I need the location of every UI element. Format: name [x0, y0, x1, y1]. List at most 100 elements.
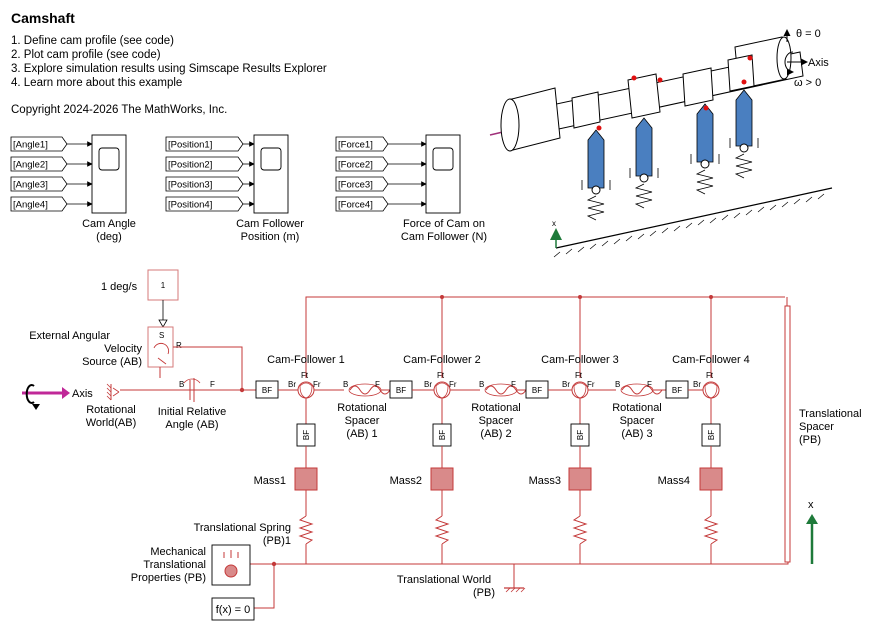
spring-block-1[interactable] [298, 515, 314, 545]
scope-cam-angle[interactable] [91, 134, 127, 214]
scope-group-position: [Position1] [Position2] [Position3] [Pos… [165, 134, 304, 243]
goto-tag-angle4[interactable]: [Angle4] [10, 196, 68, 212]
initial-angle-label-2: Angle (AB) [165, 419, 218, 431]
svg-text:BF: BF [672, 386, 682, 395]
goto-tag-position3[interactable]: [Position3] [165, 176, 244, 192]
svg-text:[Position3]: [Position3] [168, 180, 212, 191]
svg-text:BF: BF [396, 386, 406, 395]
svg-text:Br: Br [562, 380, 570, 389]
bf-block-v1[interactable]: BF [296, 423, 316, 447]
svg-text:BF: BF [532, 386, 542, 395]
svg-text:B: B [479, 380, 484, 389]
x-label-3d: x [552, 219, 556, 228]
x-direction-label: x [808, 499, 814, 511]
mech-translational-properties[interactable] [211, 544, 251, 586]
spring-block-2[interactable] [434, 515, 450, 545]
svg-text:Fr: Fr [313, 380, 321, 389]
mass-block-3[interactable] [568, 467, 592, 491]
svg-text:1: 1 [161, 281, 166, 290]
goto-tag-force4[interactable]: [Force4] [335, 196, 389, 212]
svg-text:BF: BF [302, 430, 311, 440]
mass-label-3: Mass3 [529, 475, 561, 487]
scope-follower-position[interactable] [253, 134, 289, 214]
svg-text:(AB) 2: (AB) 2 [480, 428, 511, 440]
svg-text:Br: Br [288, 380, 296, 389]
cam-follower-block-2[interactable] [433, 381, 451, 399]
cam-follower-block-3[interactable] [571, 381, 589, 399]
goto-tag-position1[interactable]: [Position1] [165, 136, 244, 152]
svg-text:Br: Br [424, 380, 432, 389]
goto-tag-position4[interactable]: [Position4] [165, 196, 244, 212]
initial-angle-label-1: Initial Relative [158, 406, 226, 418]
mech-props-label-2: Translational [143, 559, 206, 571]
scope-angle-label: Cam Angle [82, 218, 136, 230]
svg-text:Fr: Fr [587, 380, 595, 389]
svg-text:Spacer: Spacer [479, 415, 514, 427]
trans-spacer-label-2: Spacer [799, 421, 834, 433]
step-define-profile[interactable]: 1. Define cam profile (see code) [11, 35, 174, 47]
svg-text:(AB) 3: (AB) 3 [621, 428, 652, 440]
cam-follower-label-1: Cam-Follower 1 [267, 354, 345, 366]
bf-block-2[interactable]: BF [525, 380, 549, 399]
mass-block-4[interactable] [699, 467, 723, 491]
source-label-1: External Angular [29, 330, 110, 342]
bf-block-1[interactable]: BF [389, 380, 413, 399]
rotational-world[interactable] [106, 383, 120, 401]
spring-label-1: Translational Spring [194, 522, 291, 534]
svg-text:Ft: Ft [706, 371, 714, 380]
svg-text:Rotational: Rotational [612, 402, 662, 414]
svg-text:B: B [343, 380, 348, 389]
rot-world-label-1: Rotational [86, 404, 136, 416]
goto-tag-force3[interactable]: [Force3] [335, 176, 389, 192]
cam-follower-label-3: Cam-Follower 3 [541, 354, 619, 366]
constant-block[interactable]: 1 [147, 269, 179, 301]
svg-text:Ft: Ft [301, 371, 309, 380]
initial-relative-angle[interactable]: B F [179, 378, 215, 402]
theta-label: θ = 0 [796, 28, 821, 40]
spring-block-4[interactable] [703, 515, 719, 545]
svg-text:B: B [179, 380, 184, 389]
mass-block-2[interactable] [430, 467, 454, 491]
mass-block-1[interactable] [294, 467, 318, 491]
step-plot-profile[interactable]: 2. Plot cam profile (see code) [11, 49, 161, 61]
cam-follower-block-4[interactable] [702, 381, 720, 399]
goto-tag-force2[interactable]: [Force2] [335, 156, 389, 172]
spring-block-3[interactable] [572, 515, 588, 545]
svg-text:Spacer: Spacer [345, 415, 380, 427]
instructions: 1. Define cam profile (see code) 2. Plot… [11, 34, 327, 90]
scope-force-unit: Cam Follower (N) [401, 231, 487, 243]
svg-text:Fr: Fr [449, 380, 457, 389]
bf-block-v2[interactable]: BF [432, 423, 452, 447]
translational-world[interactable] [504, 587, 526, 593]
trans-spacer-label-1: Translational [799, 408, 862, 420]
goto-tag-position2[interactable]: [Position2] [165, 156, 244, 172]
svg-text:BF: BF [576, 430, 585, 440]
scope-position-label: Cam Follower [236, 218, 304, 230]
bf-block-0[interactable]: BF [255, 380, 279, 399]
goto-tag-angle1[interactable]: [Angle1] [10, 136, 68, 152]
goto-tag-angle3[interactable]: [Angle3] [10, 176, 68, 192]
svg-text:BF: BF [438, 430, 447, 440]
follower-stage-3: Cam-Follower 3 Ft Fr Br BF Mass3 [529, 354, 619, 564]
scope-cam-force[interactable] [425, 134, 461, 214]
scope-force-label: Force of Cam on [403, 218, 485, 230]
trans-world-label-1: Translational World [397, 574, 491, 586]
goto-tag-angle2[interactable]: [Angle2] [10, 156, 68, 172]
follower-illustration-4 [729, 89, 759, 179]
svg-text:Br: Br [693, 380, 701, 389]
constant-label: 1 deg/s [101, 281, 138, 293]
solver-configuration[interactable]: f(x) = 0 [211, 597, 255, 621]
bf-block-3[interactable]: BF [665, 380, 689, 399]
translational-spacer[interactable] [784, 305, 791, 563]
bf-block-v3[interactable]: BF [570, 423, 590, 447]
svg-text:[Force4]: [Force4] [338, 200, 373, 211]
step-explore-results[interactable]: 3. Explore simulation results using Sims… [11, 63, 327, 75]
goto-tag-force1[interactable]: [Force1] [335, 136, 389, 152]
follower-illustration-1 [581, 129, 611, 221]
cam-follower-block-1[interactable] [297, 381, 315, 399]
copyright-text: Copyright 2024-2026 The MathWorks, Inc. [11, 104, 228, 116]
rot-spacer-3: B F BF Rotational Spacer (AB) 3 [588, 380, 703, 440]
bf-block-v4[interactable]: BF [701, 423, 721, 447]
svg-text:R: R [176, 341, 182, 350]
step-learn-more[interactable]: 4. Learn more about this example [11, 77, 183, 89]
